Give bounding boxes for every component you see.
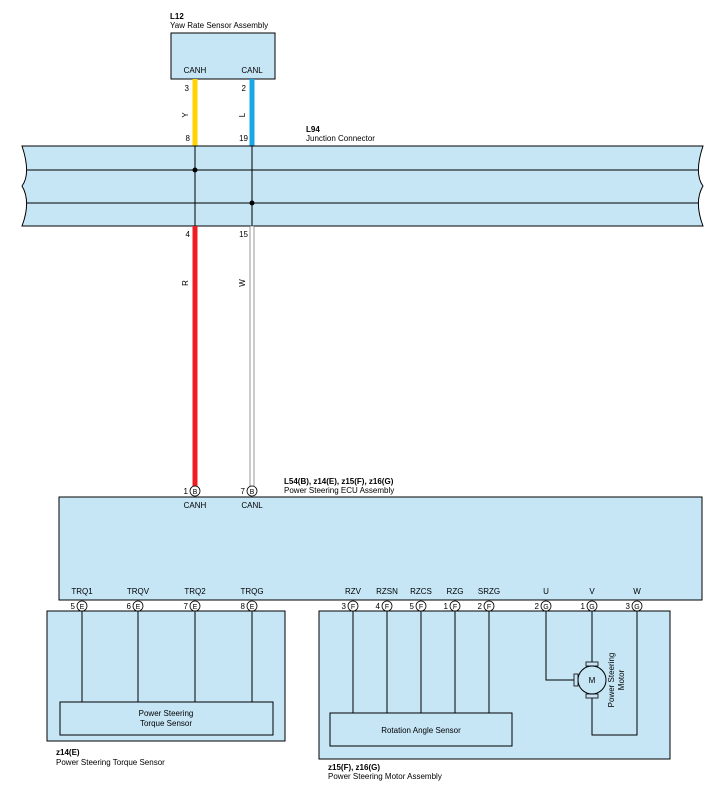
yaw-sensor-name: Yaw Rate Sensor Assembly [170, 21, 268, 30]
wire-blue-label: L [238, 112, 247, 117]
pin-number: 1 [444, 602, 449, 611]
pin-number: 4 [376, 602, 381, 611]
motor-assembly-code: z15(F), z16(G) [328, 763, 380, 772]
pin-connector: F [385, 604, 389, 611]
junction-connector-band [21, 145, 704, 227]
pin-trq2: TRQ2 7 E [184, 587, 206, 612]
rotation-angle-sensor-label: Rotation Angle Sensor [381, 726, 461, 735]
pin-label: TRQ2 [184, 587, 206, 596]
motor-circle [577, 665, 607, 695]
pin-number: 3 [626, 602, 631, 611]
ecu-canl-connector-circle [246, 485, 258, 497]
motor-brush-left [573, 673, 579, 687]
junction-name: Junction Connector [306, 134, 375, 143]
pin-number: 5 [71, 602, 76, 611]
pin-number: 6 [127, 602, 132, 611]
pin-v: V 1 G [581, 587, 598, 612]
pin-connector: E [193, 604, 198, 611]
motor-label-line2: Motor [617, 669, 626, 690]
junction-top-pin-a: 8 [186, 134, 191, 143]
pin-connector: E [136, 604, 141, 611]
wire-red-label: R [181, 280, 190, 286]
motor-symbol-letter: M [589, 676, 596, 685]
ecu-code: L54(B), z14(E), z15(F), z16(G) [284, 477, 394, 486]
pin-number: 1 [581, 602, 586, 611]
pin-connector: F [351, 604, 355, 611]
pin-connector: G [634, 604, 639, 611]
pin-connector: G [543, 604, 548, 611]
ecu-canh-terminal: 1 B CANH [184, 485, 207, 510]
torque-sensor-inner-box [59, 701, 274, 736]
pin-connector: E [250, 604, 255, 611]
ecu-name: Power Steering ECU Assembly [284, 486, 394, 495]
wire-white-label: W [238, 279, 247, 287]
ecu-canl-terminal: 7 B CANL [241, 485, 263, 510]
torque-sensor-name: Power Steering Torque Sensor [56, 758, 165, 767]
ecu-canh-pin-num: 1 [184, 487, 189, 496]
motor-label-line1: Power Steering [607, 653, 616, 708]
yaw-pin-canh-label: CANH [184, 66, 207, 75]
wire-white [249, 225, 255, 487]
pin-label: U [543, 587, 549, 596]
ecu-canl-label: CANL [241, 501, 263, 510]
torque-sensor-code: z14(E) [56, 748, 80, 757]
ecu-canh-label: CANH [184, 501, 207, 510]
pin-label: SRZG [478, 587, 500, 596]
pin-connector: F [453, 604, 457, 611]
pin-connector: F [419, 604, 423, 611]
pin-u: U 2 G [535, 587, 552, 612]
junction-bottom-pin-a: 4 [186, 230, 191, 239]
pin-number: 7 [184, 602, 189, 611]
yaw-pin-canh-num: 3 [185, 84, 190, 93]
pin-number: 8 [241, 602, 246, 611]
junction-bottom-pin-b: 15 [239, 230, 248, 239]
pin-connector: E [80, 604, 85, 611]
pin-label: TRQG [240, 587, 263, 596]
ecu-canh-connector: B [193, 489, 198, 496]
pin-label: RZSN [376, 587, 398, 596]
torque-sensor-inner-line1: Power Steering [139, 709, 194, 718]
ecu-canl-connector: B [250, 489, 255, 496]
pin-number: 2 [535, 602, 540, 611]
ecu-canh-connector-circle [189, 485, 201, 497]
pin-srzg: SRZG 2 F [478, 587, 500, 612]
motor-assembly-name: Power Steering Motor Assembly [328, 772, 442, 781]
pin-label: TRQV [127, 587, 150, 596]
pin-label: RZCS [410, 587, 432, 596]
yaw-pin-canl-num: 2 [242, 84, 247, 93]
pin-label: TRQ1 [71, 587, 93, 596]
wire-yellow-label: Y [181, 112, 190, 118]
torque-sensor-inner-line2: Torque Sensor [140, 719, 192, 728]
motor-wire-w [591, 611, 638, 736]
pin-w: W 3 G [626, 587, 643, 612]
pin-number: 5 [410, 602, 415, 611]
ecu-box [58, 496, 703, 601]
yaw-pin-canl-label: CANL [241, 66, 263, 75]
pin-connector: G [589, 604, 594, 611]
junction-top-pin-b: 19 [239, 134, 248, 143]
pin-number: 3 [342, 602, 347, 611]
pin-label: W [633, 587, 641, 596]
pin-trqv: TRQV 6 E [127, 587, 150, 612]
yaw-sensor-code: L12 [170, 12, 184, 21]
motor-brush-top [585, 661, 599, 667]
yaw-sensor-box [170, 32, 276, 80]
motor-symbol: M [573, 661, 607, 699]
pin-label: RZG [447, 587, 464, 596]
junction-splice-canh [192, 167, 198, 173]
pin-number: 2 [478, 602, 483, 611]
pin-connector: F [487, 604, 491, 611]
motor-brush-bottom [585, 693, 599, 699]
pin-label: RZV [345, 587, 362, 596]
pin-label: V [589, 587, 595, 596]
rotation-angle-sensor-box [329, 712, 513, 747]
junction-splice-canl [249, 200, 255, 206]
junction-code: L94 [306, 125, 320, 134]
pin-rzg: RZG 1 F [444, 587, 464, 612]
ecu-canl-pin-num: 7 [241, 487, 246, 496]
motor-wire-u [545, 611, 575, 681]
